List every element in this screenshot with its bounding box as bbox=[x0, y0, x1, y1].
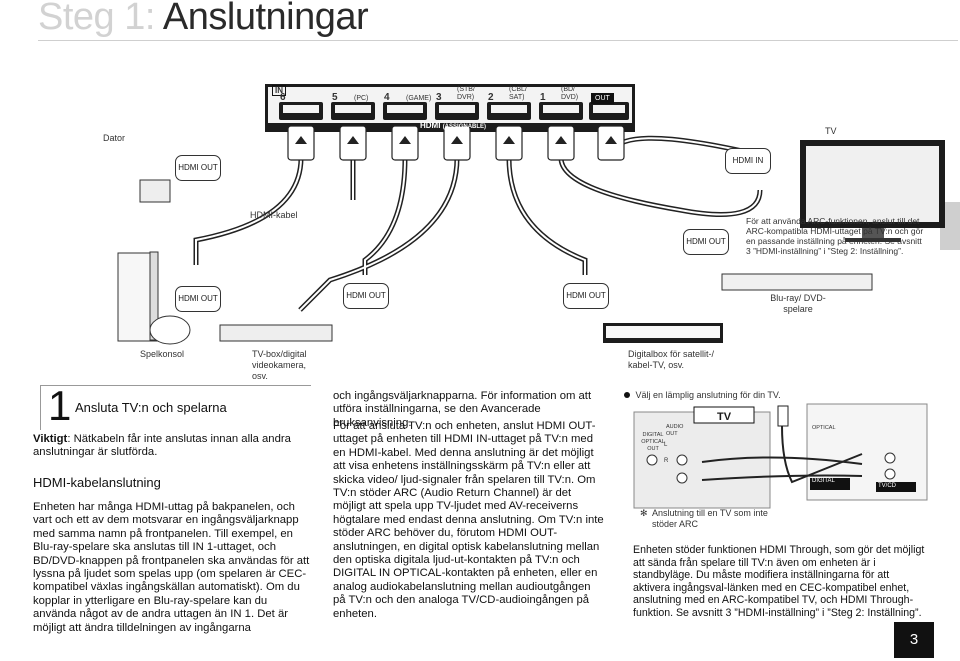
panel-port-4: 4 bbox=[384, 92, 390, 103]
title-rule bbox=[38, 40, 958, 41]
bubble-hdmi-out-console: HDMI OUT bbox=[175, 286, 221, 312]
panel-port-5: 5 bbox=[332, 92, 338, 103]
bubble-hdmi-out-tvbox: HDMI OUT bbox=[343, 283, 389, 309]
footnote: ✻ Anslutning till en TV som inte stöder … bbox=[640, 508, 782, 530]
panel-hdmi-text: HDMI bbox=[420, 121, 441, 130]
page-number: 3 bbox=[894, 622, 934, 658]
section-heading: Ansluta TV:n och spelarna bbox=[75, 400, 227, 415]
label-digitalbox: Digitalbox för satellit-/ kabel-TV, osv. bbox=[628, 349, 715, 370]
bullet-line: Välj en lämplig anslutning för din TV. bbox=[624, 390, 781, 401]
panel-port-5-name: (PC) bbox=[354, 95, 369, 102]
computer-icon bbox=[139, 179, 171, 203]
hdmi-subheading: HDMI-kabelanslutning bbox=[33, 475, 161, 490]
panel-port-4-name: (GAME) bbox=[406, 95, 432, 102]
label-bluray: Blu-ray/ DVD-spelare bbox=[770, 293, 826, 314]
optical-cable bbox=[781, 425, 863, 484]
audio-r-label: R bbox=[664, 458, 669, 464]
digital-label: DIGITAL bbox=[812, 478, 835, 484]
panel-port-3-name: (STB/ DVR) bbox=[457, 86, 475, 101]
panel-port-1: 1 bbox=[540, 92, 546, 103]
asterisk-icon: ✻ bbox=[640, 508, 648, 518]
panel-port-2-name: (CBL/ SAT) bbox=[509, 86, 527, 101]
audio-cable-r bbox=[701, 474, 863, 481]
title-text: Anslutningar bbox=[162, 0, 369, 38]
panel-port-2: 2 bbox=[488, 92, 494, 103]
audio-out-label: AUDIO OUT bbox=[666, 424, 684, 437]
label-tvbox: TV-box/digital videokamera, osv. bbox=[252, 349, 307, 381]
paragraph-2a: och ingångsväljarknapparna. För informat… bbox=[333, 390, 592, 429]
label-spelkonsol: Spelkonsol bbox=[140, 349, 185, 359]
panel-out-label: OUT bbox=[591, 93, 614, 104]
viktigt-label: Viktigt bbox=[33, 433, 68, 445]
connection-diagram bbox=[117, 84, 945, 345]
panel-in-label: IN bbox=[272, 85, 286, 96]
section-header-box bbox=[40, 385, 311, 430]
optical-label: OPTICAL bbox=[812, 425, 836, 431]
tv-label: TV bbox=[717, 411, 732, 423]
page-title: Steg 1: Anslutningar bbox=[38, 0, 369, 39]
paragraph-2b: För att ansluta TV:n och enheten, anslut… bbox=[333, 420, 604, 620]
bubble-hdmi-out-pc: HDMI OUT bbox=[175, 155, 221, 181]
bullet-text: Välj en lämplig anslutning för din TV. bbox=[635, 390, 781, 400]
label-tv: TV bbox=[825, 126, 837, 136]
panel-port-6: 6 bbox=[280, 92, 286, 103]
paragraph-1: Enheten har många HDMI-uttag på bakpanel… bbox=[33, 501, 310, 634]
tv-box-icon bbox=[219, 324, 333, 342]
arc-note: För att använda ARC-funktionen, anslut t… bbox=[746, 216, 924, 256]
paragraph-3: Enheten stöder funktionen HDMI Through, … bbox=[633, 544, 925, 619]
bubble-hdmi-out-digitalbox: HDMI OUT bbox=[563, 283, 609, 309]
viktigt-text: : Nätkabeln får inte anslutas innan alla… bbox=[33, 433, 291, 459]
panel-hdmi-label: HDMI (ASSIGNABLE) bbox=[420, 121, 486, 130]
audio-l-label: L bbox=[664, 442, 668, 448]
label-dator: Dator bbox=[103, 133, 126, 143]
bullet-icon bbox=[624, 392, 630, 398]
bubble-hdmi-out-bd: HDMI OUT bbox=[683, 229, 729, 255]
bluray-player-icon bbox=[721, 273, 873, 291]
panel-port-1-name: (BD/ DVD) bbox=[561, 86, 579, 101]
digital-optical-label: DIGITAL OPTICAL OUT bbox=[641, 432, 665, 452]
label-hdmi-kabel: HDMI-kabel bbox=[250, 210, 298, 220]
viktigt-paragraph: Viktigt: Nätkabeln får inte anslutas inn… bbox=[33, 433, 308, 460]
tv-connection-diagram bbox=[633, 403, 928, 509]
bubble-hdmi-in-tv: HDMI IN bbox=[725, 148, 771, 174]
panel-port-3: 3 bbox=[436, 92, 442, 103]
title-step: Steg 1: bbox=[38, 0, 155, 38]
panel-assignable-text: (ASSIGNABLE) bbox=[442, 124, 487, 130]
section-number: 1 bbox=[48, 382, 72, 429]
audio-cable-l bbox=[701, 456, 863, 465]
tvcd-label: TV/CD bbox=[878, 483, 896, 489]
gamepad-icon bbox=[149, 315, 191, 345]
footnote-text: Anslutning till en TV som inte stöder AR… bbox=[652, 508, 768, 529]
